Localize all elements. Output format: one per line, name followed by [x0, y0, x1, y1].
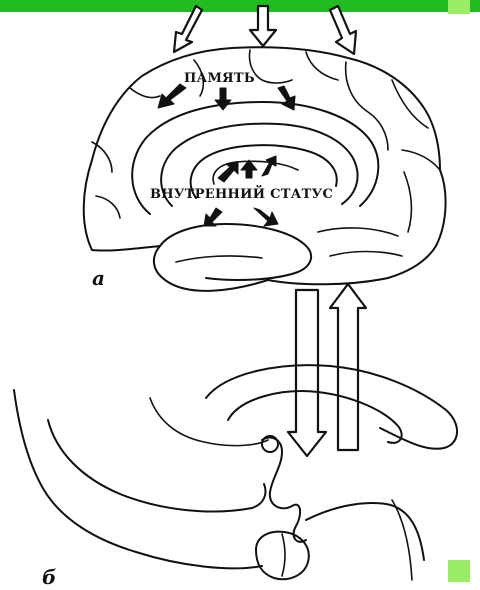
stalk-curve-2 [150, 398, 268, 446]
brainstem-edge [392, 500, 412, 580]
panel-b-brainstem: б [14, 365, 457, 589]
label-panel-b: б [42, 565, 56, 589]
input-arrow-right [330, 6, 356, 54]
status-arrow-5 [254, 208, 278, 226]
input-arrow-left [174, 6, 202, 52]
status-arrow-3 [262, 156, 276, 176]
status-arrow-1 [218, 162, 238, 182]
stalk-curve-1 [48, 420, 266, 512]
lower-lobe-line-2 [330, 252, 402, 257]
memory-arrow-left [158, 84, 186, 108]
sulcus-5 [392, 80, 428, 128]
pituitary-lobe-line [282, 534, 285, 576]
label-panel-a: а [92, 266, 105, 290]
infundibulum [262, 438, 306, 542]
memory-arrow-center [215, 88, 231, 110]
temporal-sulcus [176, 256, 262, 262]
stalk-left [14, 390, 262, 568]
label-internal-status: ВНУТРЕННИЙ СТАТУС [150, 185, 333, 202]
sulcus-2 [250, 50, 293, 83]
sulcus-1 [130, 88, 160, 98]
down-arrow [288, 290, 326, 456]
hypothalamus-outer-arc [206, 365, 457, 449]
brainstem-right [306, 503, 424, 560]
temporal-lobe [160, 224, 311, 280]
lower-lobe-line [318, 228, 398, 236]
sulcus-3 [306, 52, 338, 80]
input-arrow-center [250, 6, 276, 46]
status-arrow-2 [241, 160, 257, 178]
sulcus-6 [402, 150, 440, 170]
sulcus-8 [96, 196, 120, 218]
panel-a-brain: ПАМЯТЬ ВНУТРЕННИЙ СТАТУС а [84, 6, 446, 291]
memory-arrow-right [278, 86, 295, 110]
sulcus-7 [404, 172, 411, 232]
label-memory: ПАМЯТЬ [184, 71, 255, 86]
